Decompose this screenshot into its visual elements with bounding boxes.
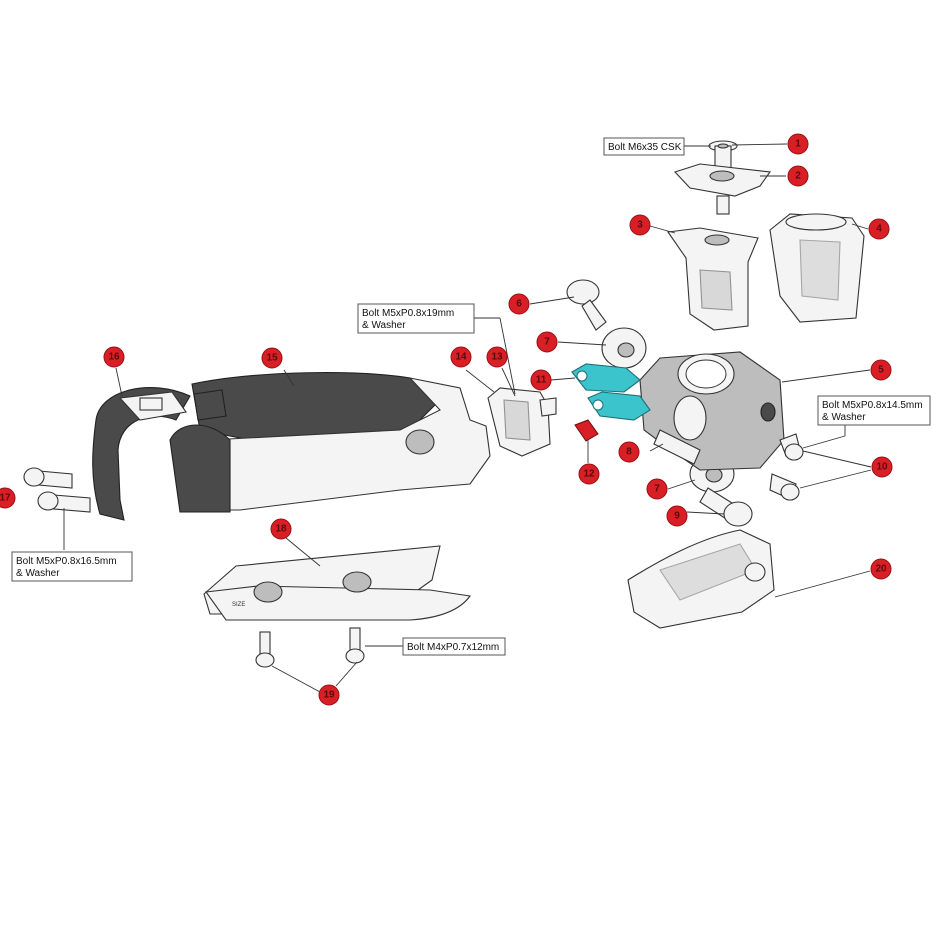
marker-1-label: 1	[795, 139, 801, 150]
part-bolt-6	[566, 279, 607, 331]
marker-18: 18	[270, 518, 292, 540]
marker-9: 9	[666, 505, 688, 527]
leader-lines	[63, 143, 872, 693]
marker-5: 5	[870, 359, 892, 381]
part-bolts-19	[255, 627, 365, 668]
callout-bolt-m5-16-5-line1: Bolt M5xP0.8x16.5mm	[16, 556, 117, 567]
marker-7-lower: 7	[646, 478, 668, 500]
marker-12-label: 12	[583, 469, 595, 480]
part-top-cap	[674, 163, 771, 197]
marker-2: 2	[787, 165, 809, 187]
marker-2-label: 2	[795, 171, 801, 182]
part-red-insert	[574, 419, 599, 442]
callout-bolt-m4: Bolt M4xP0.7x12mm	[402, 637, 506, 656]
marker-11: 11	[530, 369, 552, 391]
marker-13-label: 13	[491, 352, 503, 363]
part-washer-upper	[601, 327, 647, 369]
part-clip-block	[487, 387, 557, 457]
callout-bolt-m5-14-5-line2: & Washer	[822, 412, 866, 423]
part-teal-jaws	[571, 363, 651, 421]
marker-8: 8	[618, 441, 640, 463]
part-expander-sleeve	[769, 213, 865, 323]
marker-7-lower-label: 7	[654, 484, 660, 495]
marker-14: 14	[450, 346, 472, 368]
marker-1: 1	[787, 133, 809, 155]
marker-11-label: 11	[536, 375, 547, 386]
marker-19: 19	[318, 684, 340, 706]
marker-16: 16	[103, 346, 125, 368]
callout-bolt-m5-19-line2: & Washer	[362, 320, 406, 331]
marker-14-label: 14	[455, 352, 467, 363]
part-lower-shroud	[627, 529, 775, 629]
callout-bolt-m5-19-line1: Bolt M5xP0.8x19mm	[362, 308, 454, 319]
marker-12: 12	[578, 463, 600, 485]
marker-5-label: 5	[878, 365, 884, 376]
part-arm-cup	[92, 387, 191, 521]
marker-9-label: 9	[674, 511, 680, 522]
marker-4-label: 4	[876, 224, 882, 235]
callout-bolt-m6-text: Bolt M6x35 CSK	[608, 142, 682, 153]
marker-4: 4	[868, 218, 890, 240]
part-base-plate: SIZE	[203, 545, 471, 621]
marker-7-upper-label: 7	[544, 337, 550, 348]
marker-10-label: 10	[876, 462, 888, 473]
part-spacer-block	[667, 227, 759, 331]
marker-17-label: 17	[0, 493, 11, 504]
marker-20-label: 20	[875, 564, 887, 575]
marker-16-label: 16	[108, 352, 120, 363]
marker-15-label: 15	[266, 353, 278, 364]
callout-bolt-m5-14-5-line1: Bolt M5xP0.8x14.5mm	[822, 400, 923, 411]
part-pin-8	[653, 429, 701, 465]
callout-bolt-m5-16-5: Bolt M5xP0.8x16.5mm & Washer	[11, 551, 133, 582]
marker-8-label: 8	[626, 447, 632, 458]
marker-7-upper: 7	[536, 331, 558, 353]
marker-20: 20	[870, 558, 892, 580]
part-extension-arm	[169, 372, 491, 513]
marker-10: 10	[871, 456, 893, 478]
marker-17: 17	[0, 487, 16, 509]
marker-3: 3	[629, 214, 651, 236]
svg-text:SIZE: SIZE	[232, 602, 245, 608]
callout-bolt-m5-14-5: Bolt M5xP0.8x14.5mm & Washer	[817, 395, 931, 426]
callout-bolt-m6: Bolt M6x35 CSK	[603, 137, 685, 156]
callout-bolt-m5-19: Bolt M5xP0.8x19mm & Washer	[357, 303, 475, 334]
marker-18-label: 18	[275, 524, 287, 535]
marker-13: 13	[486, 346, 508, 368]
part-bolt-m6	[708, 140, 738, 215]
marker-3-label: 3	[637, 220, 643, 231]
part-clamp-body	[639, 351, 785, 471]
marker-15: 15	[261, 347, 283, 369]
part-pin-9	[699, 487, 753, 527]
marker-6-label: 6	[516, 299, 522, 310]
callout-bolt-m4-text: Bolt M4xP0.7x12mm	[407, 642, 499, 653]
part-bolts-17	[23, 467, 91, 513]
marker-6: 6	[508, 293, 530, 315]
part-bolts-10	[769, 433, 804, 501]
marker-19-label: 19	[323, 690, 335, 701]
callout-bolt-m5-16-5-line2: & Washer	[16, 568, 60, 579]
